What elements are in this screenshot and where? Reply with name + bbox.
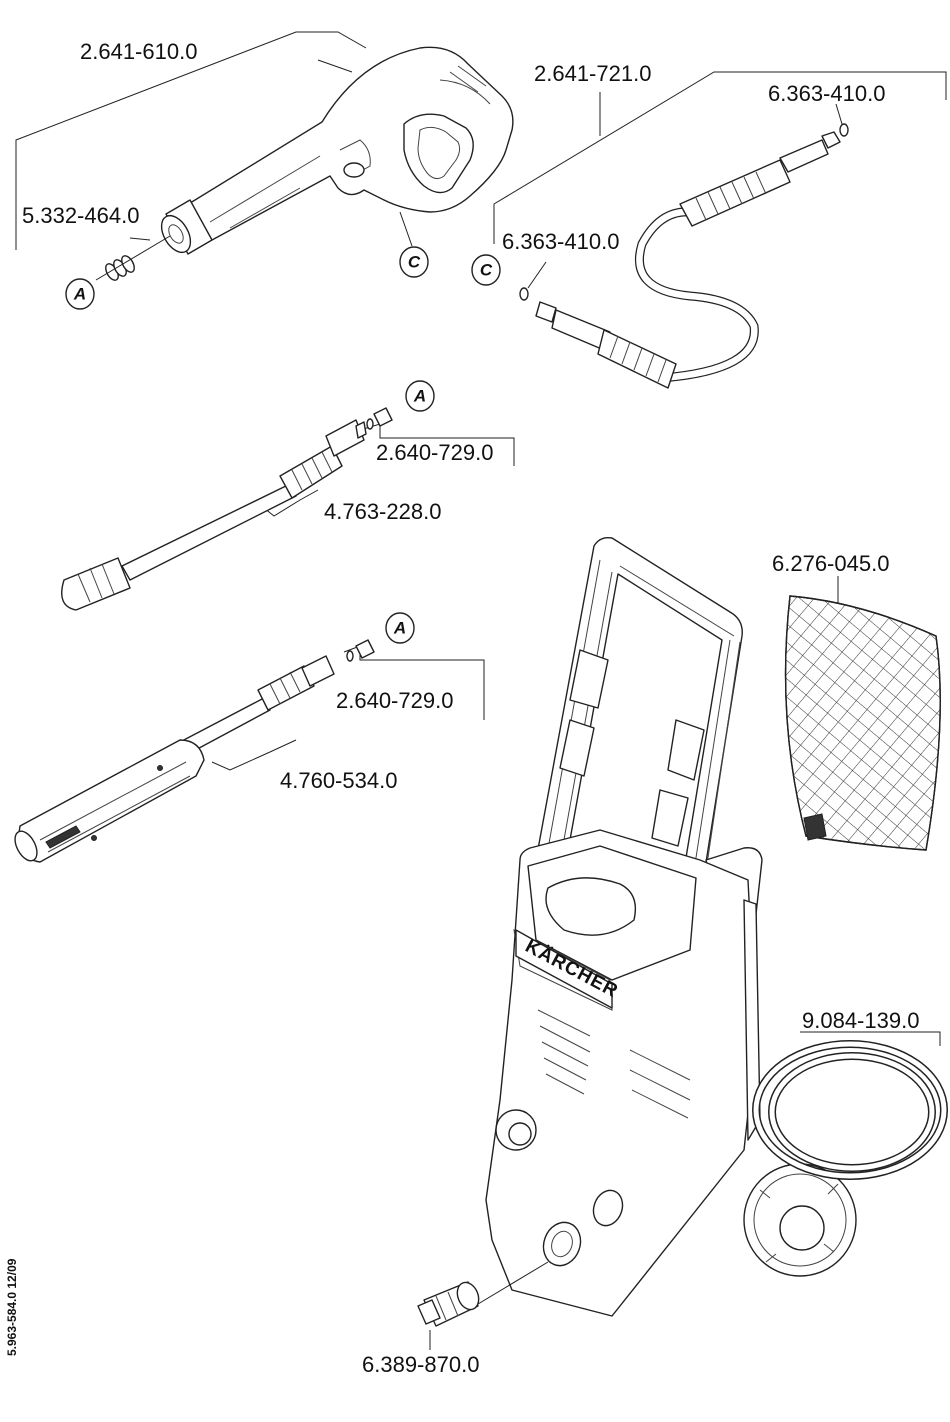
callout-a-blaster-label: A [413, 387, 426, 406]
label-oring-hose-end: 6.363-410.0 [768, 81, 885, 106]
label-power-cord: 9.084-139.0 [802, 1008, 919, 1033]
label-water-coupling: 6.389-870.0 [362, 1352, 479, 1377]
callout-c-hose-label: C [480, 261, 493, 280]
label-hp-hose: 2.641-721.0 [534, 61, 651, 86]
callout-a-gun-label: A [73, 285, 86, 304]
label-filter: 6.276-045.0 [772, 551, 889, 576]
dirt-blaster-drawing [62, 408, 514, 610]
power-cord-drawing [756, 1032, 944, 1176]
document-code: 5.963-584.0 12/09 [5, 1258, 19, 1356]
callout-a-vario-label: A [393, 619, 406, 638]
label-oring-hose-start: 6.363-410.0 [502, 229, 619, 254]
trigger-gun-drawing [16, 32, 513, 282]
label-dirt-blaster: 4.763-228.0 [324, 499, 441, 524]
filter-drawing [770, 576, 950, 860]
label-trigger-gun: 2.641-610.0 [80, 39, 197, 64]
label-gun-orings: 5.332-464.0 [22, 203, 139, 228]
label-nozzle-seal-1: 2.640-729.0 [376, 440, 493, 465]
label-vario-lance: 4.760-534.0 [280, 768, 397, 793]
vario-lance-drawing [11, 640, 484, 864]
label-nozzle-seal-2: 2.640-729.0 [336, 688, 453, 713]
callout-c-gun-label: C [408, 253, 421, 272]
